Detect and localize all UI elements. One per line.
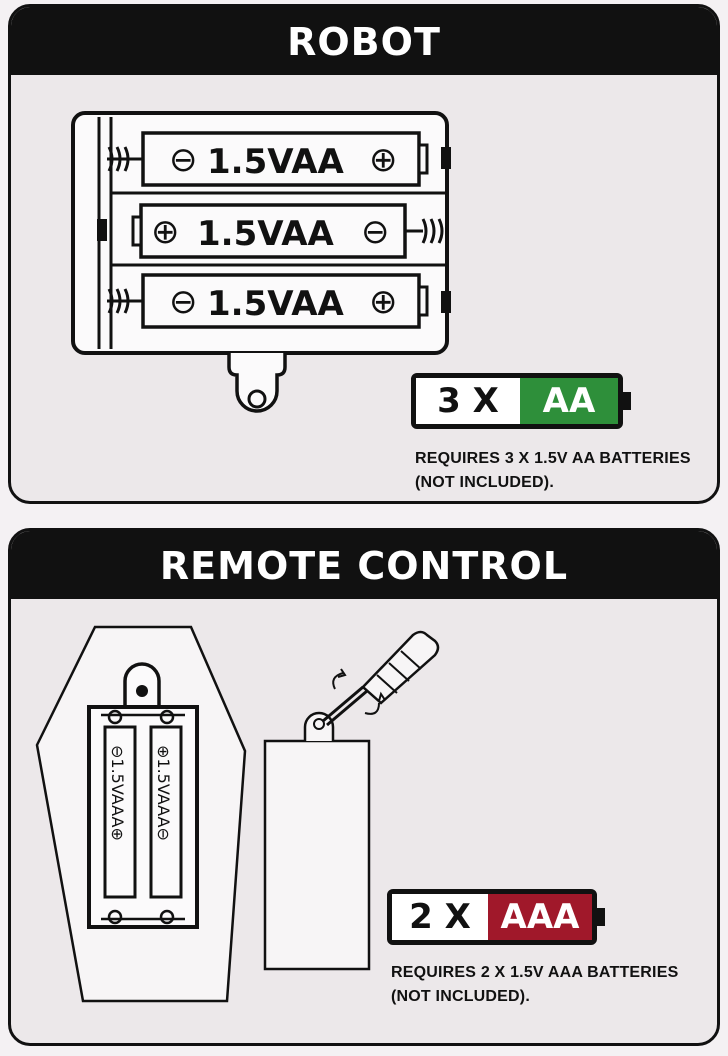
- robot-requirement-text: REQUIRES 3 X 1.5V AA BATTERIES (NOT INCL…: [415, 447, 691, 495]
- robot-battery-2: [131, 203, 444, 259]
- rotate-arrow-icon: [332, 668, 386, 715]
- remote-panel: REMOTE CONTROL ⊖1.5VAAA⊕ ⊕1.5VAAA⊖: [8, 528, 720, 1046]
- remote-battery-1: ⊖1.5VAAA⊕: [103, 725, 137, 899]
- battery-terminal-icon: [596, 908, 605, 926]
- battery-terminal-icon: [622, 392, 631, 410]
- robot-requirement-line2: (NOT INCLUDED).: [415, 474, 554, 491]
- remote-battery-2-label: ⊕1.5VAAA⊖: [154, 745, 173, 841]
- remote-requirement-text: REQUIRES 2 X 1.5V AAA BATTERIES (NOT INC…: [391, 961, 678, 1009]
- robot-battery-compartment-diagram: ⊖ 1.5VAA ⊕ ⊕ 1.5VAA ⊖ ⊖ 1.5VAA ⊕: [71, 111, 451, 413]
- robot-battery-badge: 3 X AA: [411, 373, 631, 429]
- robot-badge-type: AA: [520, 378, 618, 424]
- remote-title: REMOTE CONTROL: [11, 531, 717, 599]
- robot-battery-1: [107, 131, 429, 187]
- remote-requirement-line2: (NOT INCLUDED).: [391, 988, 530, 1005]
- robot-title: ROBOT: [11, 7, 717, 75]
- robot-battery-3-plus-icon: ⊕: [369, 282, 398, 322]
- screwdriver-icon: [322, 630, 440, 727]
- remote-requirement-line1: REQUIRES 2 X 1.5V AAA BATTERIES: [391, 964, 679, 981]
- robot-battery-3-minus-icon: ⊖: [169, 282, 198, 322]
- robot-battery-3: [107, 273, 429, 329]
- remote-battery-badge: 2 X AAA: [387, 889, 605, 945]
- remote-battery-compartment-diagram: ⊖1.5VAAA⊕ ⊕1.5VAAA⊖: [35, 625, 440, 1003]
- robot-battery-1-minus-icon: ⊖: [169, 140, 198, 180]
- robot-battery-2-minus-icon: ⊖: [361, 212, 390, 252]
- remote-badge-count: 2 X: [392, 894, 488, 940]
- robot-battery-2-plus-icon: ⊕: [151, 212, 180, 252]
- robot-panel: ROBOT: [8, 4, 720, 504]
- robot-battery-2-label: 1.5VAA: [197, 214, 335, 254]
- remote-badge-type: AAA: [488, 894, 592, 940]
- remote-battery-2: ⊕1.5VAAA⊖: [149, 725, 183, 899]
- robot-battery-3-label: 1.5VAA: [207, 284, 345, 324]
- robot-badge-count: 3 X: [416, 378, 520, 424]
- robot-battery-1-plus-icon: ⊕: [369, 140, 398, 180]
- robot-battery-1-label: 1.5VAA: [207, 142, 345, 182]
- remote-battery-1-label: ⊖1.5VAAA⊕: [108, 745, 127, 841]
- robot-requirement-line1: REQUIRES 3 X 1.5V AA BATTERIES: [415, 450, 691, 467]
